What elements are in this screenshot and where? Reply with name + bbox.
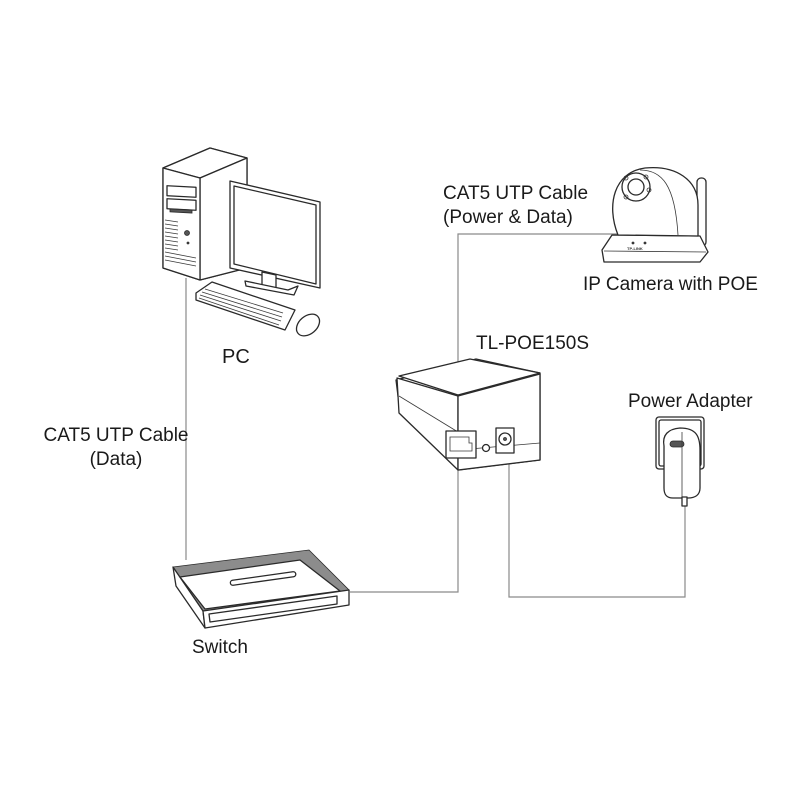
cables [185,233,686,598]
adapter-plug-tip [681,496,688,507]
pc-monitor [229,180,321,296]
pc-icon [162,147,321,337]
ip-camera-icon [601,166,709,263]
poe-injector-icon [395,358,541,471]
pc-label: PC [222,346,250,368]
pc-mouse [295,313,321,337]
power-adapter-icon [655,416,705,507]
camera-logo: TP-LINK [627,246,643,251]
injector-ethernet-port [445,430,477,459]
injector-label: TL-POE150S [476,333,589,354]
adapter-label: Power Adapter [628,391,753,412]
data-cable-label-line2: (Data) [89,449,143,470]
pc-keyboard [195,281,296,331]
switch-icon [172,549,350,629]
poe-cable-label-line2: (Power & Data) [443,207,573,228]
data-cable-label-line1: CAT5 UTP Cable [43,425,189,446]
switch-label: Switch [192,637,248,658]
poe-cable-injector-camera [457,233,618,365]
power-cable-adapter-injector [508,452,686,598]
camera-label: IP Camera with POE [583,274,758,295]
poe-cable-label: CAT5 UTP Cable (Power & Data) [443,182,588,230]
data-cable-switch-injector [350,452,459,593]
data-cable-label: CAT5 UTP Cable (Data) [18,424,214,472]
injector-led [481,443,491,453]
poe-cable-label-line1: CAT5 UTP Cable [443,183,589,204]
